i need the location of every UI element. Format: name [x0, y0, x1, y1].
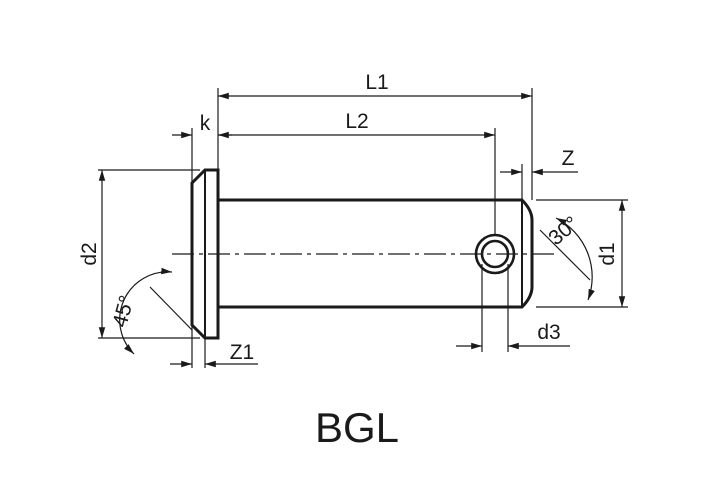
label-d3: d3	[537, 321, 560, 344]
label-angle-45: 45°	[109, 293, 139, 330]
dimension-lines	[98, 92, 626, 368]
label-k: k	[200, 112, 211, 135]
label-l2: L2	[345, 110, 368, 133]
drawing-title: BGL	[315, 404, 399, 451]
angle-arc-30	[555, 217, 595, 301]
label-l1: L1	[365, 71, 388, 94]
label-z: Z	[562, 147, 575, 170]
label-z1: Z1	[230, 341, 255, 364]
angle-arc-45	[119, 267, 173, 355]
dimension-labels: L1 L2 k Z d2 d1 d3 Z1 30° 45°	[78, 71, 619, 364]
label-d2: d2	[78, 242, 101, 265]
label-d1: d1	[596, 242, 619, 265]
label-angle-30: 30°	[544, 212, 583, 250]
